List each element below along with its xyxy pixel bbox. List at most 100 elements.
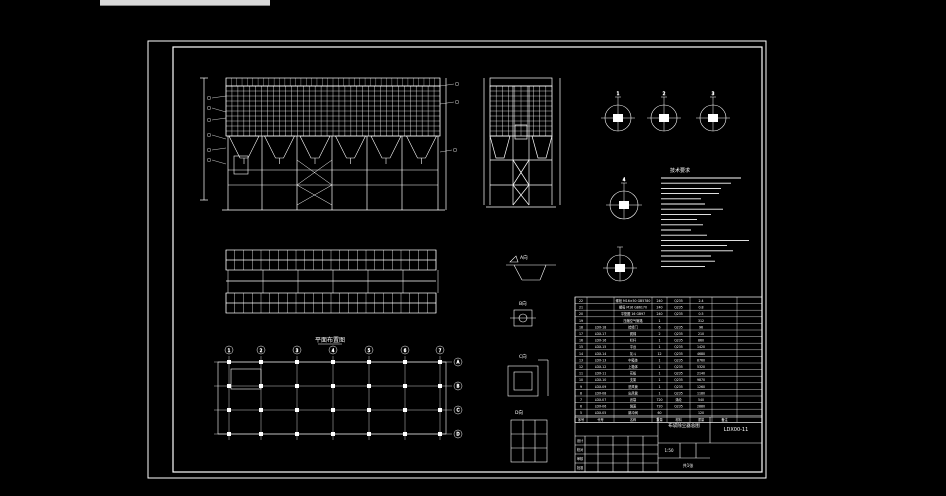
bom-header-cell: 材料 [675, 417, 682, 422]
bom-cell: 中箱体 [628, 357, 638, 362]
plan-title: 平面布置图 [315, 336, 345, 344]
bom-cell: LDX-16 [595, 339, 606, 343]
bom-cell: LDX-10 [595, 378, 606, 382]
bom-cell: LDX-12 [595, 365, 606, 369]
drawing-number: LDX00-11 [724, 427, 749, 433]
top-view-strip [225, 249, 439, 314]
bom-cell: LDX-14 [595, 352, 606, 356]
bom-cell: Q235 [674, 339, 683, 343]
bom-header-cell: 代号 [597, 417, 603, 422]
plan-row-axis-label: D [456, 432, 459, 437]
bom-cell: 8760 [697, 358, 705, 362]
bom-cell: Q235 [674, 345, 683, 349]
front-elevation-view [200, 77, 447, 211]
bom-cell: 240 [656, 312, 662, 316]
plan-row-axis-label: B [457, 384, 460, 389]
bom-cell: 60 [657, 411, 661, 415]
view-d-label: D向 [515, 409, 523, 416]
bom-cell: 10 [579, 378, 583, 382]
bom-header-cell: 备注 [721, 417, 728, 422]
bom-cell: LDX-18 [595, 325, 606, 329]
bom-cell: 平台 [630, 344, 636, 349]
bom-cell: 17 [579, 332, 583, 336]
plan-column-axis-label: 3 [296, 348, 299, 353]
bom-cell: Q235 [674, 358, 683, 362]
bom-cell: Q235 [674, 372, 683, 376]
bom-cell: 滤袋 [630, 397, 637, 402]
bom-cell: 螺母 M16 GB6170 [619, 305, 647, 310]
front-elevation-leaders [206, 81, 460, 165]
bom-cell: 22 [579, 299, 583, 303]
bom-cell: 栏杆 [630, 338, 637, 343]
view-c-label: C向 [519, 353, 527, 360]
bom-cell: 21 [579, 306, 583, 310]
title-block [574, 416, 763, 473]
bom-cell: 1180 [697, 391, 705, 395]
side-elevation-view [483, 77, 561, 208]
bom-cell: 240 [656, 299, 662, 303]
bom-cell: Q235 [674, 352, 683, 356]
bom-cell: 16 [579, 339, 583, 343]
bom-cell: Q235 [674, 306, 683, 310]
bom-cell: 灰斗 [630, 351, 636, 356]
bom-cell: 5320 [697, 365, 705, 369]
bom-cell: 进风管 [628, 384, 638, 389]
bom-cell: 2880 [697, 405, 705, 409]
bom-cell: 860 [698, 339, 704, 343]
bom-cell: 涤纶 [675, 397, 682, 402]
plan-row-axis-label: C [457, 408, 460, 413]
toolbar-strip [100, 0, 270, 6]
bom-cell: 9 [580, 385, 582, 389]
bom-cell: LDX-06 [595, 405, 606, 409]
bom-cell: 6 [658, 325, 660, 329]
technical-notes [661, 177, 749, 267]
bom-cell: 12 [579, 365, 583, 369]
project-name: 布袋除尘器总图 [668, 422, 700, 429]
view-b-label: B向 [519, 300, 527, 307]
bom-cell: 15 [579, 345, 583, 349]
bom-cell: Q235 [674, 405, 683, 409]
bom-cell: 1 [658, 391, 660, 395]
node-detail-label: 3 [712, 91, 715, 96]
bom-cell: 1 [658, 378, 660, 382]
bom-cell: LDX-15 [595, 345, 606, 349]
bom-cell: 7 [580, 398, 582, 402]
bom-cell: LDX-13 [595, 358, 606, 362]
bom-cell: 1 [658, 365, 660, 369]
bom-cell: Q235 [674, 378, 683, 382]
bom-cell: LDX-17 [595, 332, 606, 336]
sign-row-label: 批准 [577, 465, 584, 470]
node-detail-label: 1 [617, 91, 620, 96]
bom-cell: LDX-05 [595, 411, 606, 415]
bom-cell: 19 [579, 319, 583, 323]
scale-value: 1:50 [665, 448, 674, 453]
plan-column-axis-label: 5 [368, 348, 371, 353]
view-a-label: A向 [520, 254, 528, 261]
plan-column-axis-label: 1 [228, 348, 231, 353]
bom-cell: 4680 [697, 352, 705, 356]
node-detail-label: 2 [663, 91, 666, 96]
bom-cell: 1 [658, 358, 660, 362]
bom-cell: 平垫圈 16 GB97 [621, 311, 645, 316]
bom-cell: 312 [698, 319, 704, 323]
bom-cell: 1 [658, 319, 660, 323]
bom-cell: 240 [656, 306, 662, 310]
bom-header-cell: 序号 [578, 417, 584, 422]
bom-cell: 0.8 [698, 306, 703, 310]
sign-row-label: 审核 [577, 456, 584, 461]
bom-cell: 2140 [697, 372, 705, 376]
bom-cell: 2 [658, 332, 660, 336]
bom-cell: 1 [658, 372, 660, 376]
bom-cell: 12 [657, 352, 661, 356]
bom-cell: 1 [658, 345, 660, 349]
bom-header-cell: 名称 [630, 417, 637, 422]
bom-cell: 720 [656, 398, 662, 402]
bom-cell: 210 [698, 332, 704, 336]
plan-row-axis-label: A [457, 360, 460, 365]
bom-cell: 8 [580, 391, 582, 395]
bom-header-cell: 重量 [698, 417, 705, 422]
bom-cell: 花板 [630, 371, 637, 376]
